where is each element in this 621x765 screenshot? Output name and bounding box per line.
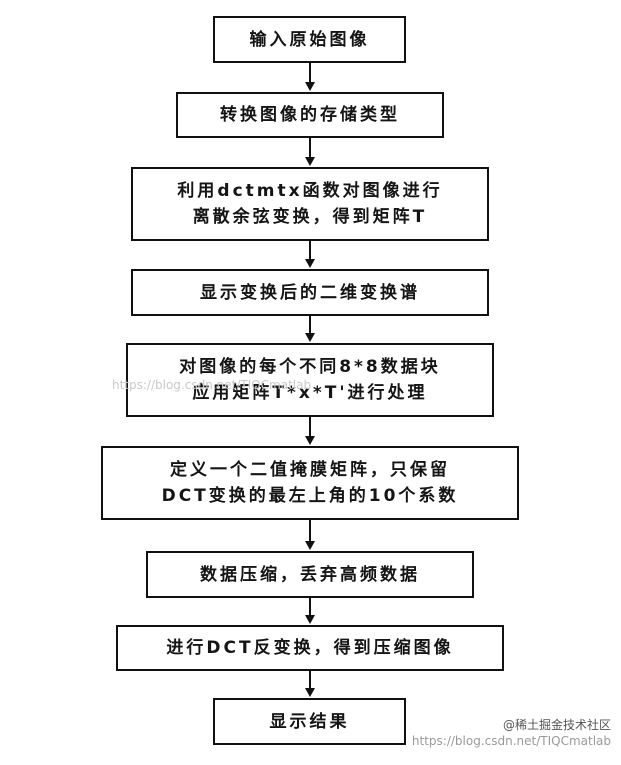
flow-step-3: 利用dctmtx函数对图像进行离散余弦变换，得到矩阵T [131,167,489,241]
arrow-head [305,541,315,550]
flow-step-text: 对图像的每个不同8*8数据块 [179,357,441,377]
flow-step-2: 转换图像的存储类型 [176,92,444,138]
flow-step-5: 对图像的每个不同8*8数据块应用矩阵T*x*T'进行处理 [126,343,494,417]
arrow-head [305,688,315,697]
watermark-url: https://blog.csdn.net/TIQCmatlab [411,734,611,748]
watermark: @稀土掘金技术社区 https://blog.csdn.net/TIQCmatl… [412,717,611,749]
arrow-head [305,436,315,445]
flow-step-text: 离散余弦变换，得到矩阵T [192,207,428,227]
flow-step-7: 数据压缩，丢弃高频数据 [146,551,474,598]
arrow-head [305,259,315,268]
flow-step-text: 应用矩阵T*x*T'进行处理 [192,383,428,403]
arrow-head [305,333,315,342]
arrow-head [305,82,315,91]
flow-step-text: 定义一个二值掩膜矩阵，只保留 [170,460,450,480]
watermark-overlay-text: https://blog.csdn.net/TIQCmatlab [112,378,312,392]
flow-step-text: 显示变换后的二维变换谱 [200,282,420,303]
flow-step-text: 显示结果 [269,711,350,732]
flow-step-8: 进行DCT反变换，得到压缩图像 [116,625,504,671]
flow-step-text: 数据压缩，丢弃高频数据 [200,564,420,585]
flow-step-text: 转换图像的存储类型 [220,105,400,125]
arrow-head [305,157,315,166]
flow-step-9: 显示结果 [213,698,406,745]
flow-step-4: 显示变换后的二维变换谱 [131,269,489,316]
flow-step-text: 利用dctmtx函数对图像进行 [177,181,443,201]
flow-step-1: 输入原始图像 [213,16,406,63]
flow-step-text: 输入原始图像 [249,29,370,50]
flow-step-6: 定义一个二值掩膜矩阵，只保留 DCT变换的最左上角的10个系数 [101,446,519,520]
arrow-head [305,615,315,624]
flow-step-text: DCT变换的最左上角的10个系数 [161,486,459,506]
flow-step-text: 进行DCT反变换，得到压缩图像 [166,638,454,658]
watermark-brand: @稀土掘金技术社区 [502,718,611,732]
